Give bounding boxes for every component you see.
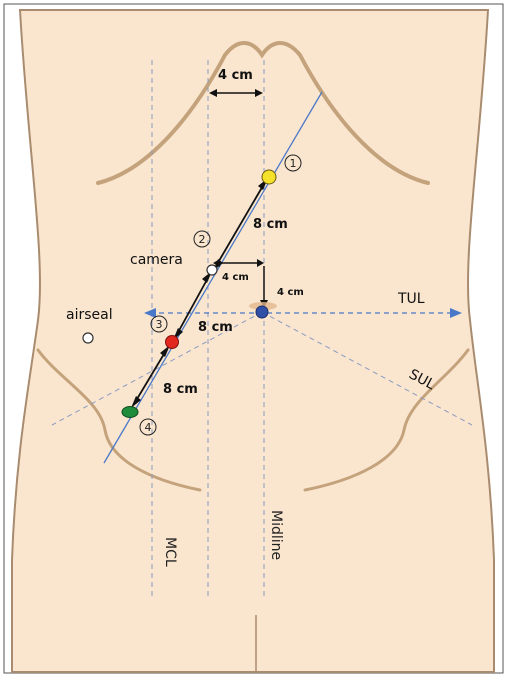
- port-4-marker: [122, 407, 138, 418]
- label-midline: Midline: [268, 510, 284, 560]
- port-3-marker: [166, 336, 179, 349]
- airseal-port-marker: [83, 333, 93, 343]
- port-number-1-text: 1: [290, 157, 297, 170]
- port-number-3-text: 3: [156, 318, 163, 331]
- port-1-marker: [262, 170, 276, 184]
- label-camera-h-4cm: 4 cm: [222, 272, 249, 283]
- label-top-4cm: 4 cm: [218, 68, 253, 83]
- label-camera: camera: [130, 252, 183, 268]
- label-tul: TUL: [397, 291, 425, 307]
- port-number-4-text: 4: [145, 421, 152, 434]
- label-8cm-upper: 8 cm: [253, 217, 288, 232]
- label-mcl: MCL: [162, 537, 178, 567]
- port-number-2-text: 2: [199, 233, 206, 246]
- label-airseal: airseal: [66, 307, 113, 323]
- label-8cm-lower: 8 cm: [163, 382, 198, 397]
- label-8cm-middle: 8 cm: [198, 320, 233, 335]
- umbilicus-dot: [256, 306, 268, 318]
- camera-port-marker: [207, 265, 217, 275]
- label-camera-v-4cm: 4 cm: [277, 287, 304, 298]
